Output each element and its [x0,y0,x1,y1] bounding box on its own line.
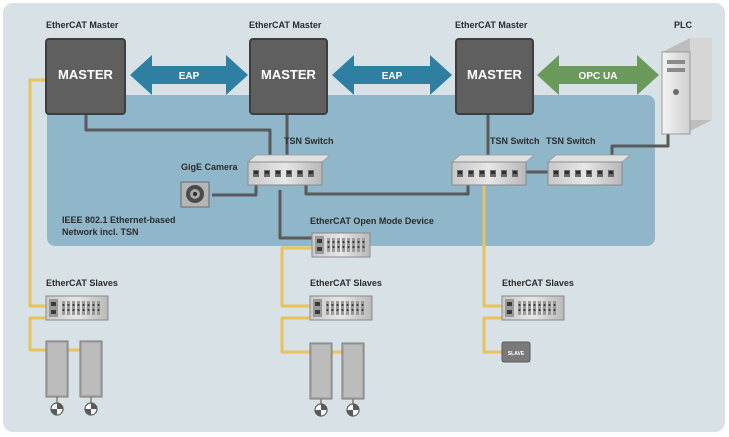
cable-switch1-opendevice [278,190,312,240]
plc-title: PLC [674,20,693,30]
tsn-switch-1: TSN Switch [246,136,334,186]
network-label-line1: IEEE 802.1 Ethernet-based [62,215,176,225]
master-2: EtherCAT Master MASTER [249,20,328,115]
cable-master1-switch1 [84,110,272,160]
servo-drive-1a [45,340,69,416]
tsn-switch-2-title: TSN Switch [490,136,540,146]
ethernet-cables [84,110,670,240]
eap-arrow-left-label: EAP [179,71,200,82]
open-mode-device: EtherCAT Open Mode Device [310,216,434,258]
slave-box-label: SLAVE [508,351,525,357]
servo-drive-2a [309,342,333,417]
cable-switch2-slaves3 [482,185,502,308]
slave-group-1: EtherCAT Slaves [45,278,118,321]
cable-camera-switch1 [212,185,258,197]
master-2-title: EtherCAT Master [249,20,322,30]
cable-slaves2-io-left [280,316,310,354]
master-3-title: EtherCAT Master [455,20,528,30]
tsn-switch-1-title: TSN Switch [284,136,334,146]
cable-slaves1-io-left [28,316,46,352]
master-1-label: MASTER [58,67,114,82]
tsn-switch-2: TSN Switch [450,136,540,186]
slave-group-2-title: EtherCAT Slaves [310,278,382,288]
eap-arrow-right: EAP [332,55,452,95]
opc-ua-arrow-label: OPC UA [579,71,618,82]
master-1-title: EtherCAT Master [46,20,119,30]
cable-switch1-switch2 [304,185,470,196]
cable-switch3-plc [610,134,670,162]
master-3-label: MASTER [467,67,523,82]
servo-drive-1b [79,340,103,416]
network-label-line2: Network incl. TSN [62,227,139,237]
eap-arrow-left: EAP [130,55,248,95]
gige-camera: GigE Camera [180,162,239,208]
cable-master1-slaves [28,78,46,308]
cable-slaves3-slavebox [482,316,502,354]
slave-group-1-title: EtherCAT Slaves [46,278,118,288]
open-mode-device-title: EtherCAT Open Mode Device [310,216,434,226]
servo-drive-2b [341,342,365,417]
plc: PLC [661,20,712,135]
cable-opendevice-slaves2 [280,246,312,308]
master-2-label: MASTER [261,67,317,82]
tsn-switch-3-title: TSN Switch [546,136,596,146]
tsn-switch-3: TSN Switch [546,136,632,186]
tsn-network-area [47,95,655,246]
slave-group-3-title: EtherCAT Slaves [502,278,574,288]
slave-box: SLAVE [501,341,531,363]
master-3: EtherCAT Master MASTER [455,20,534,115]
eap-arrow-right-label: EAP [382,71,403,82]
slave-group-2: EtherCAT Slaves [309,278,382,321]
slave-group-3: EtherCAT Slaves [501,278,574,321]
opc-ua-arrow: OPC UA [537,55,659,95]
master-1: EtherCAT Master MASTER [45,20,126,115]
gige-camera-title: GigE Camera [181,162,239,172]
